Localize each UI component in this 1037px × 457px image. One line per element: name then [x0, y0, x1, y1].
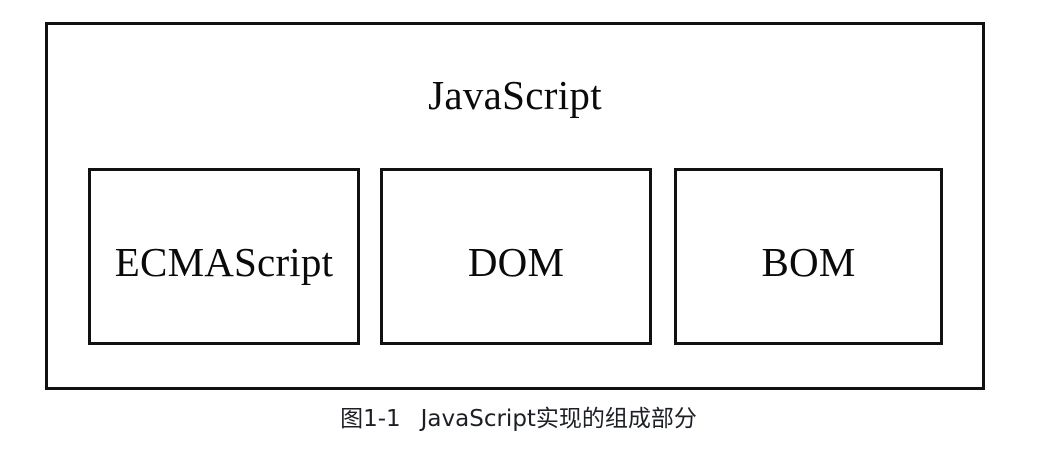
- component-box-dom: DOM: [380, 168, 652, 345]
- component-label-dom: DOM: [467, 239, 565, 285]
- figure-caption-text: JavaScript实现的组成部分: [420, 406, 697, 432]
- component-label-ecmascript: ECMAScript: [114, 239, 334, 285]
- javascript-title: JavaScript: [428, 72, 602, 118]
- component-label-bom: BOM: [761, 239, 856, 285]
- figure-caption-number: 图1-1: [340, 406, 401, 432]
- component-box-bom: BOM: [674, 168, 943, 345]
- component-box-ecmascript: ECMAScript: [88, 168, 360, 345]
- figure-caption: 图1-1 JavaScript实现的组成部分: [0, 404, 1037, 434]
- component-boxes-row: ECMAScript DOM BOM: [88, 168, 946, 345]
- javascript-outer-box: JavaScript ECMAScript DOM BOM: [45, 22, 985, 390]
